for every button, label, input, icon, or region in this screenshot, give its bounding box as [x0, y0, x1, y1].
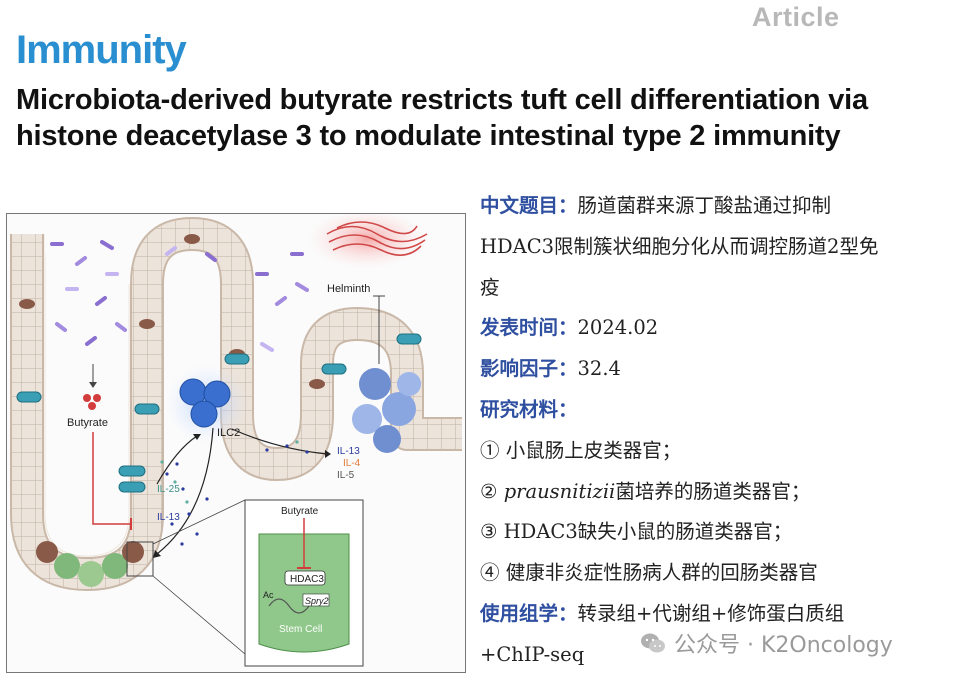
material-2-rest: 菌培养的肠道类器官；: [615, 479, 811, 503]
material-item-1: ① 小鼠肠上皮类器官；: [480, 431, 950, 472]
inset-butyrate-label: Butyrate: [281, 506, 319, 517]
info-materials-line: 研究材料：: [480, 390, 950, 431]
publish-date-value: 2024.02: [577, 316, 659, 340]
omics-key: 使用组学：: [480, 601, 578, 625]
graphical-abstract-svg: Helminth Butyrate ILC2: [7, 214, 465, 672]
stem-cell-label: Stem Cell: [279, 624, 322, 635]
il25-label: IL-25: [157, 484, 180, 495]
impact-factor-key: 影响因子：: [480, 357, 578, 381]
il13-left-label: IL-13: [157, 512, 180, 523]
omics-value-1: 转录组+代谢组+修饰蛋白质组: [577, 601, 845, 625]
material-item-3: ③ HDAC3缺失小鼠的肠道类器官；: [480, 512, 950, 553]
article-type-tag: Article: [752, 2, 840, 32]
omics-value-2: +ChIP-seq: [480, 642, 585, 666]
material-item-4: ④ 健康非炎症性肠病人群的回肠类器官: [480, 553, 950, 594]
butyrate-label: Butyrate: [67, 417, 108, 429]
ilc2-label: ILC2: [217, 427, 240, 439]
material-3-text: ③ HDAC3缺失小鼠的肠道类器官；: [480, 520, 793, 544]
ac-label: Ac: [263, 590, 274, 600]
il4-label: IL-4: [343, 458, 361, 469]
chinese-title-value-3: 疫: [480, 275, 500, 299]
info-omics-line: 使用组学：转录组+代谢组+修饰蛋白质组: [480, 594, 950, 635]
material-1-text: ① 小鼠肠上皮类器官；: [480, 438, 682, 462]
spry2-label: Spry2: [305, 596, 329, 606]
graphical-abstract: Helminth Butyrate ILC2: [6, 213, 466, 673]
materials-key: 研究材料：: [480, 397, 578, 421]
hdac3-label: HDAC3: [290, 574, 324, 585]
material-2-species: prausnitizii: [503, 479, 616, 503]
material-4-text: ④ 健康非炎症性肠病人群的回肠类器官: [480, 561, 818, 585]
material-2-prefix: ②: [480, 479, 504, 503]
helminth-worm: [326, 221, 428, 256]
chinese-title-key: 中文题目：: [480, 194, 578, 217]
publish-date-key: 发表时间：: [480, 316, 578, 340]
butyrate-molecules: [83, 394, 101, 410]
chinese-title-value-2: HDAC3限制簇状细胞分化从而调控肠道2型免: [480, 234, 879, 258]
microbiota: [50, 240, 309, 352]
info-date-line: 发表时间：2024.02: [480, 308, 950, 349]
info-title-line-3: 疫: [480, 268, 950, 309]
watermark: 公众号 · K2Oncology: [640, 626, 893, 660]
tuft-cells: [16, 333, 422, 493]
immune-cluster: [352, 368, 421, 453]
info-if-line: 影响因子：32.4: [480, 349, 950, 390]
info-title-line-2: HDAC3限制簇状细胞分化从而调控肠道2型免: [480, 227, 950, 268]
journal-name: Immunity: [16, 28, 187, 72]
helminth-label: Helminth: [327, 283, 370, 295]
article-title: Microbiota-derived butyrate restricts tu…: [16, 84, 868, 152]
ilc2-cells: [179, 378, 231, 428]
wechat-icon: [641, 633, 665, 653]
material-item-2: ② prausnitizii菌培养的肠道类器官；: [480, 472, 950, 513]
cytokine-dots: [165, 444, 309, 546]
watermark-text: 公众号 · K2Oncology: [674, 633, 893, 658]
il13-label: IL-13: [337, 446, 360, 457]
info-omics-line-2: +ChIP-seq: [480, 635, 950, 676]
il5-label: IL-5: [337, 470, 355, 481]
impact-factor-value: 32.4: [577, 357, 621, 381]
study-info-panel: 中文题目：肠道菌群来源丁酸盐通过抑制 HDAC3限制簇状细胞分化从而调控肠道2型…: [480, 186, 950, 676]
info-title-line-1: 中文题目：肠道菌群来源丁酸盐通过抑制: [480, 186, 950, 227]
chinese-title-value-1: 肠道菌群来源丁酸盐通过抑制: [577, 194, 832, 217]
